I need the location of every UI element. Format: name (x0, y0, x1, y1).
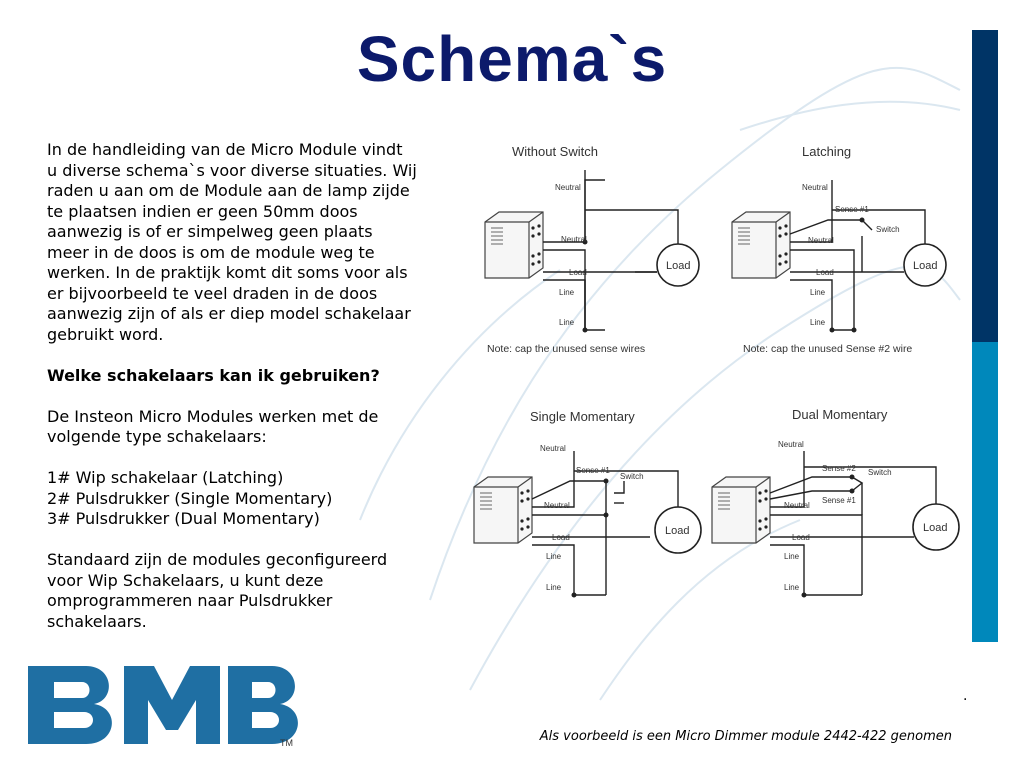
diagram-note: Note: cap the unused sense wires (487, 343, 645, 355)
neutral-label: Neutral (784, 501, 810, 510)
diagram-single-momentary: Single Momentary Neutral Sense #1 Switch… (473, 409, 702, 598)
line-label: Line (559, 318, 575, 327)
footer-caption: Als voorbeeld is een Micro Dimmer module… (539, 729, 952, 744)
load-wire-label: Load (816, 268, 834, 277)
diagram-dual-momentary: Dual Momentary Neutral Sense #2 Sense #1… (711, 407, 960, 598)
default-note: Standaard zijn de modules geconfigureerd… (47, 550, 388, 631)
sense1-label: Sense #1 (822, 496, 856, 505)
switch-type-item: 3# Pulsdrukker (Dual Momentary) (47, 509, 320, 528)
diagram-title: Single Momentary (530, 409, 635, 424)
switch-type-item: 2# Pulsdrukker (Single Momentary) (47, 488, 333, 508)
bmb-logo: TM (28, 666, 298, 748)
load-wire-label: Load (552, 533, 570, 542)
neutral-label: Neutral (808, 236, 834, 245)
neutral-top-label: Neutral (555, 183, 581, 192)
stray-dot: . (963, 688, 968, 704)
wiring-diagrams: Without Switch Neutral Neutral Load Line… (473, 144, 960, 598)
question-heading: Welke schakelaars kan ik gebruiken? (47, 365, 380, 385)
diagram-title: Dual Momentary (792, 407, 888, 422)
lamp-label: Load (913, 260, 937, 272)
switch-label: Switch (876, 225, 900, 234)
line-label: Line (559, 288, 575, 297)
line-label: Line (784, 552, 800, 561)
intro-paragraph: In de handleiding van de Micro Module vi… (47, 140, 417, 344)
neutral-top-label: Neutral (802, 183, 828, 192)
line-label: Line (546, 583, 562, 592)
accent-bar-top (972, 30, 998, 342)
load-wire-label: Load (569, 268, 587, 277)
diagram-latching: Latching Neutral Sense #1 Switch Neutral… (731, 144, 947, 355)
lamp-label: Load (923, 522, 947, 534)
neutral-top-label: Neutral (540, 444, 566, 453)
diagram-title: Without Switch (512, 144, 598, 159)
types-intro: De Insteon Micro Modules werken met de v… (47, 406, 379, 447)
line-label: Line (810, 318, 826, 327)
neutral-label: Neutral (561, 235, 587, 244)
switch-label: Switch (868, 468, 892, 477)
sense2-label: Sense #2 (822, 464, 856, 473)
line-label: Line (810, 288, 826, 297)
sense1-label: Sense #1 (835, 205, 869, 214)
page-title: Schema`s (356, 23, 668, 95)
line-label: Line (784, 583, 800, 592)
lamp-label: Load (665, 525, 689, 537)
sense1-label: Sense #1 (576, 466, 610, 475)
switch-type-item: 1# Wip schakelaar (Latching) (47, 468, 284, 487)
diagram-without-switch: Without Switch Neutral Neutral Load Line… (484, 144, 700, 355)
accent-bar-bottom (972, 342, 998, 642)
diagram-note: Note: cap the unused Sense #2 wire (743, 343, 912, 355)
neutral-top-label: Neutral (778, 440, 804, 449)
body-text: In de handleiding van de Micro Module vi… (47, 140, 417, 653)
diagram-title: Latching (802, 144, 851, 159)
trademark-mark: TM (280, 738, 293, 748)
neutral-label: Neutral (544, 501, 570, 510)
load-wire-label: Load (792, 533, 810, 542)
lamp-label: Load (666, 260, 690, 272)
switch-label: Switch (620, 472, 644, 481)
switch-type-list: 1# Wip schakelaar (Latching) 2# Pulsdruk… (47, 468, 417, 530)
line-label: Line (546, 552, 562, 561)
